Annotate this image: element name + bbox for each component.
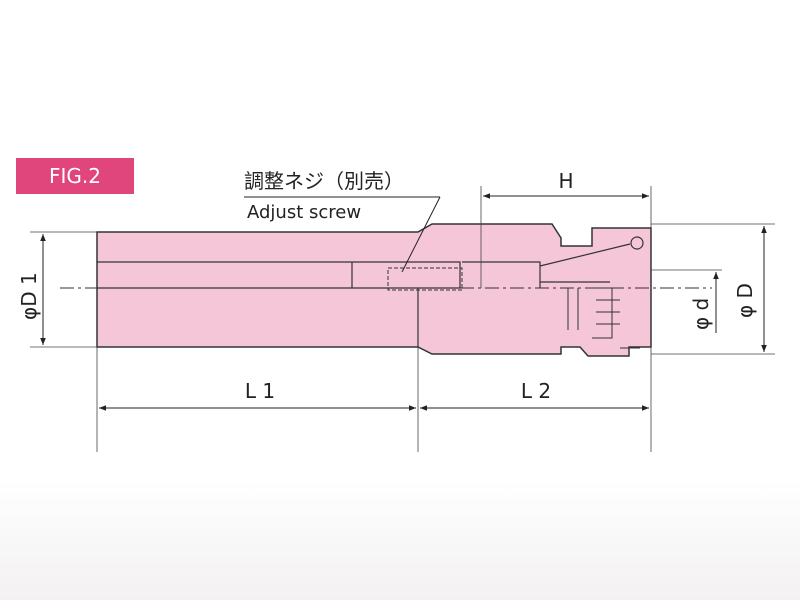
h-label: H bbox=[558, 169, 573, 193]
l2-label: L 2 bbox=[521, 379, 551, 403]
collet-nut-detail bbox=[567, 287, 640, 349]
holder-body bbox=[96, 223, 652, 357]
collet-screw-icon bbox=[630, 236, 644, 250]
l1-label: L 1 bbox=[245, 379, 275, 403]
phi-big-d-label: φ D bbox=[733, 283, 757, 318]
inner-step bbox=[417, 243, 631, 347]
phi-d-label: φ d bbox=[689, 298, 713, 330]
annotation-leader bbox=[401, 196, 441, 273]
adjust-screw-label-en: Adjust screw bbox=[247, 202, 361, 223]
figure-label: FIG.2 bbox=[16, 158, 134, 194]
background-band bbox=[0, 480, 800, 600]
phi-d1-label: φD 1 bbox=[17, 272, 41, 320]
adjust-screw-label-jp: 調整ネジ（別売） bbox=[244, 169, 404, 193]
adjust-screw-shape bbox=[387, 267, 463, 291]
